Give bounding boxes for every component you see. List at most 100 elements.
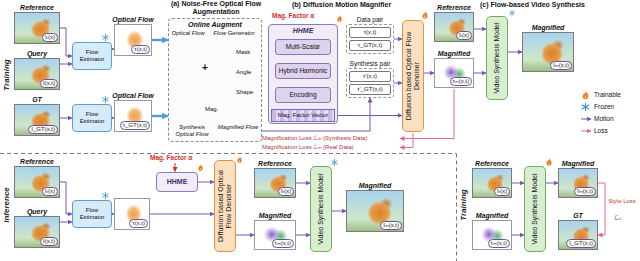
box-label: Flow Estimator [73, 49, 111, 64]
image-title: Optical Flow [112, 92, 154, 100]
legend-sample [583, 91, 589, 100]
flow-panel: Magnifiedτₘ(x,t) [472, 220, 512, 250]
section-tag: Training [459, 189, 468, 220]
symbol-tag: Iᵣ(x) [42, 187, 58, 196]
image-title: Magnified [476, 212, 509, 220]
trainable-icon [198, 164, 202, 171]
symbol-tag: Iₘ(x,t) [380, 221, 402, 230]
image-title: Reference [258, 160, 292, 168]
image-title: Reference [475, 160, 509, 168]
connector [424, 73, 434, 74]
section-tag: Training [2, 59, 11, 90]
connector [598, 183, 605, 235]
legend-label: Trainable [594, 91, 621, 99]
connector [332, 211, 346, 212]
box-label: τ'(x,t) [363, 73, 377, 80]
encoder-stage: Hybrid Harmonic [275, 63, 331, 79]
box-label: τ(x,t) [364, 29, 377, 36]
symbol-tag: τₘ(x,t) [272, 239, 294, 248]
image-title: Magnified [359, 182, 392, 190]
box-label: Video Synthesis Model [317, 170, 325, 248]
column-label: Flow Generator [208, 30, 260, 37]
frozen-icon [103, 10, 515, 198]
factor-arrow [175, 163, 176, 172]
flow-panel: Magnifiedτₘ(x,t) [254, 220, 296, 250]
box-label: Multi-Scalar [286, 43, 320, 51]
symbol-tag: Iᵣ(x) [456, 31, 472, 40]
image-panel: GTI_GT(x,t) [14, 104, 60, 136]
encoder-stage: Encoding [275, 87, 331, 103]
image-title: Magnified [438, 50, 471, 58]
image-panel: ReferenceIᵣ(x) [14, 166, 60, 198]
factor-vector: Mag. Factor Vector [271, 109, 335, 122]
symbol-tag: Iᵣ(x) [42, 33, 58, 42]
denoiser-box: Diffusion based Optical Flow Denoiser [402, 20, 424, 132]
box-label: HHME [167, 178, 188, 186]
pair-group: Synthesis pairτ'(x,t)τ'_GT(x,t) [346, 68, 394, 98]
connector [474, 29, 486, 30]
legend-sample [581, 91, 591, 131]
image-title: Magnified [532, 24, 565, 32]
box-label: Encoding [289, 91, 316, 99]
trainable-icon [198, 11, 551, 171]
arrow-label: Mag. [205, 106, 218, 113]
section-title: (b) Diffusion Motion Magnifier [292, 1, 391, 9]
box-label: Flow Estimator [73, 207, 111, 222]
encoder-stage: Multi-Scalar [275, 39, 331, 55]
connector [60, 28, 72, 56]
image-panel: ReferenceIᵣ(x) [472, 168, 512, 198]
connector [394, 83, 402, 84]
thumbnail-label: Magnified Flow [216, 124, 260, 131]
image-title: Optical Flow [112, 16, 154, 24]
loss-symbol: ℒₛ [614, 214, 622, 222]
image-panel: GTI_GT(x,t) [558, 220, 598, 250]
image-title: GT [32, 96, 42, 104]
pair-group: Data pairτ(x,t)τ_GT(x,t) [346, 24, 394, 54]
box-label: Hybrid Harmonic [279, 67, 327, 75]
section-divider [0, 154, 457, 261]
symbol-tag: τₘ(x,t) [450, 77, 472, 86]
trainable-icon [237, 156, 241, 163]
connector [60, 182, 72, 214]
synthesis-box: Video Synthesis Model [486, 16, 508, 100]
image-panel: MagnifiedIₘ(x,t) [558, 168, 598, 198]
box-label: Diffusion based Optical Flow Denoiser [405, 24, 421, 128]
connector [60, 64, 72, 65]
symbol-tag: Iₘ(x,t) [574, 187, 596, 196]
option-label: Angle [236, 69, 251, 76]
symbol-tag: Iᵣ(x) [494, 187, 510, 196]
frozen-icon [103, 96, 108, 102]
trainable-icon [337, 15, 341, 22]
image-panel: ReferenceIᵣ(x) [434, 12, 474, 42]
plus-sign: + [202, 63, 208, 73]
legend-label: Loss [594, 127, 608, 135]
trainable-icon [422, 11, 427, 19]
image-title: Reference [437, 4, 471, 12]
connector [152, 115, 168, 117]
encoder-box: HHMEMulti-ScalarHybrid HarmonicEncodingM… [268, 24, 338, 124]
flow-tag: τ'_GT(x,t) [349, 84, 391, 95]
image-panel: QueryI(x,t) [14, 216, 60, 248]
flow-panel: Optical Flowτ(x,t) [114, 24, 152, 56]
section-divider [456, 154, 457, 261]
frozen-icon [103, 34, 108, 40]
image-panel: MagnifiedIₘ(x,t) [346, 190, 404, 232]
connector [296, 235, 310, 236]
box-label: Video Synthesis Model [493, 20, 501, 96]
connector [335, 115, 402, 116]
loss-label: Magnification Loss ℒₘ (Synthesis Data) [262, 135, 367, 142]
symbol-tag: τ_GT(x,t) [120, 121, 150, 130]
frozen-icon [510, 10, 515, 15]
section-divider [0, 153, 457, 154]
edge-label: Style Loss [606, 198, 638, 205]
box-label: Video Synthesis Model [531, 170, 539, 248]
legend-sample [582, 103, 589, 111]
connector [60, 118, 72, 119]
image-title: Query [27, 50, 47, 58]
factor-label: Mag. Factor α [272, 12, 314, 20]
synthesis-box: Video Synthesis Model [524, 166, 546, 252]
symbol-tag: Iᵣ(x) [278, 187, 294, 196]
